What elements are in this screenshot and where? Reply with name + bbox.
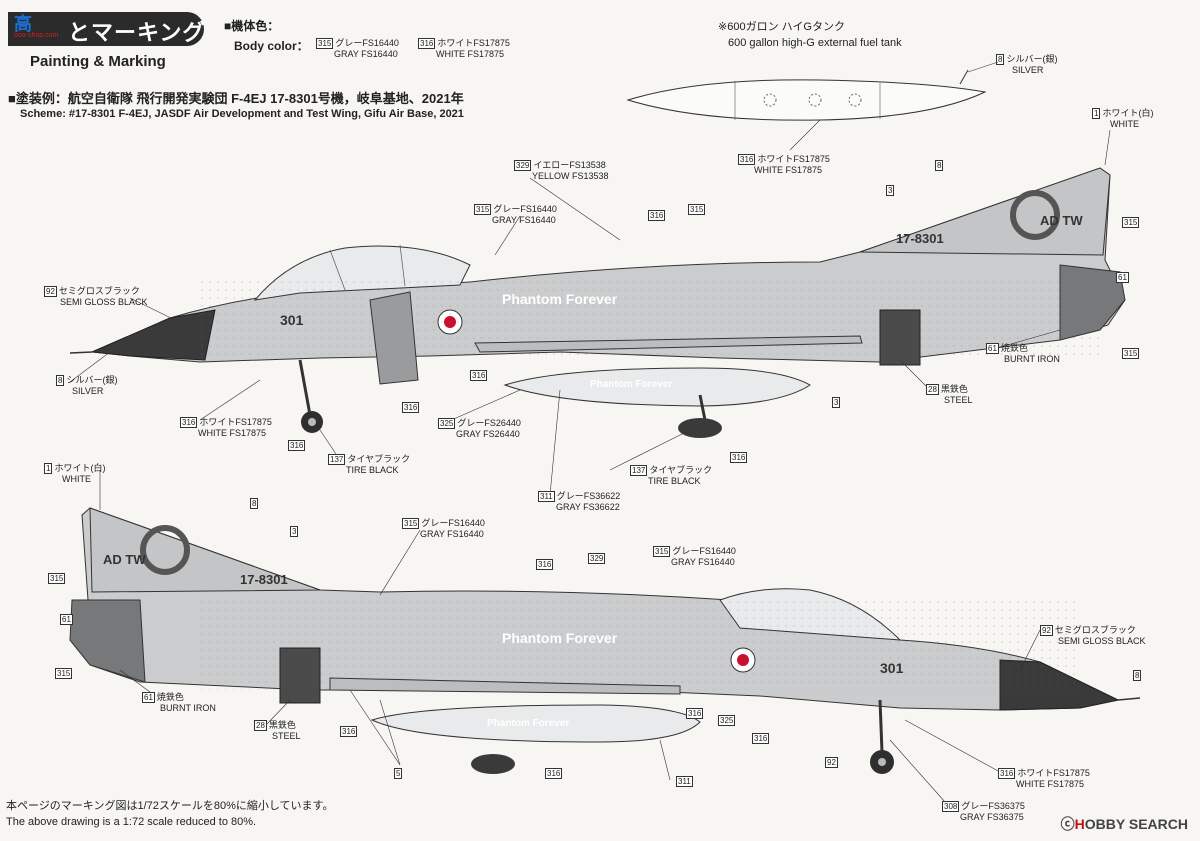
num-316d-top: 316 <box>288 440 306 451</box>
body-color-heading-en: Body color： <box>234 39 309 53</box>
num-316b-top: 316 <box>470 370 488 381</box>
num-315-bottom: 315 <box>48 573 66 584</box>
tank-heading-jp: ※600ガロン ハイGタンク <box>718 21 845 33</box>
num-316c-top: 316 <box>402 402 420 413</box>
num-325-bottom: 325 <box>718 715 736 726</box>
tank-text-top: Phantom Forever <box>590 379 673 390</box>
nose-number-top: 301 <box>280 312 304 328</box>
watermark: ⓒHOBBY SEARCH <box>1060 816 1188 832</box>
tail-code-top: AD TW <box>1040 213 1083 228</box>
num-315c-top: 315 <box>688 204 706 215</box>
footer-note-en: The above drawing is a 1:72 scale reduce… <box>6 816 257 828</box>
scheme-title-jp: ■塗装例：航空自衛隊 飛行開発実験団 F-4EJ 17-8301号機，岐阜基地、… <box>8 91 464 106</box>
title-banner <box>8 12 204 46</box>
num-316c-bottom: 316 <box>340 726 358 737</box>
num-316e-top: 316 <box>730 452 748 463</box>
num-315b-bottom: 315 <box>55 668 73 679</box>
num-316-bottom: 316 <box>536 559 554 570</box>
serial-bottom: 17-8301 <box>240 572 288 587</box>
num-3-top: 3 <box>886 185 895 196</box>
tail-code-bottom: AD TW <box>103 552 146 567</box>
num-316-top: 316 <box>648 210 666 221</box>
page-title-jp: とマーキング <box>68 20 206 45</box>
num-3-bottom: 3 <box>290 526 299 537</box>
num-61-bottom: 61 <box>60 614 73 625</box>
num-8-bottom: 8 <box>250 498 259 509</box>
site-logo-url: ooo-shop.com <box>14 32 59 39</box>
num-315b-top: 315 <box>1122 348 1140 359</box>
nose-number-bottom: 301 <box>880 660 904 676</box>
fuselage-text-top: Phantom Forever <box>502 291 618 307</box>
num-316b-bottom: 316 <box>686 708 704 719</box>
num-92-bottom: 92 <box>825 757 838 768</box>
num-61-top: 61 <box>1116 272 1129 283</box>
num-3b-top: 3 <box>832 397 841 408</box>
num-8-top: 8 <box>935 160 944 171</box>
footer-note-jp: 本ページのマーキング図は1/72スケールを80%に縮小しています。 <box>6 800 334 812</box>
num-311-bottom: 311 <box>676 776 693 787</box>
fuel-tank-drawing <box>626 61 999 151</box>
num-8b-bottom: 8 <box>1133 670 1142 681</box>
num-316e-bottom: 316 <box>545 768 563 779</box>
scheme-title-en: Scheme: #17-8301 F-4EJ, JASDF Air Develo… <box>20 108 464 120</box>
num-316d-bottom: 316 <box>752 733 770 744</box>
body-color-heading-jp: ■機体色： <box>224 19 280 33</box>
aircraft-top-view <box>69 167 1126 438</box>
page-title-en: Painting & Marking <box>30 53 166 70</box>
num-315-top: 315 <box>1122 217 1140 228</box>
serial-top: 17-8301 <box>896 231 944 246</box>
num-329-bottom: 329 <box>588 553 606 564</box>
tank-text-bottom: Phantom Forever <box>487 718 570 729</box>
fuselage-text-bottom: Phantom Forever <box>502 630 618 646</box>
aircraft-bottom-view <box>69 507 1141 774</box>
num-5-bottom: 5 <box>394 768 403 779</box>
tank-heading-en: 600 gallon high-G external fuel tank <box>728 37 902 49</box>
site-logo: 高 <box>14 14 32 34</box>
